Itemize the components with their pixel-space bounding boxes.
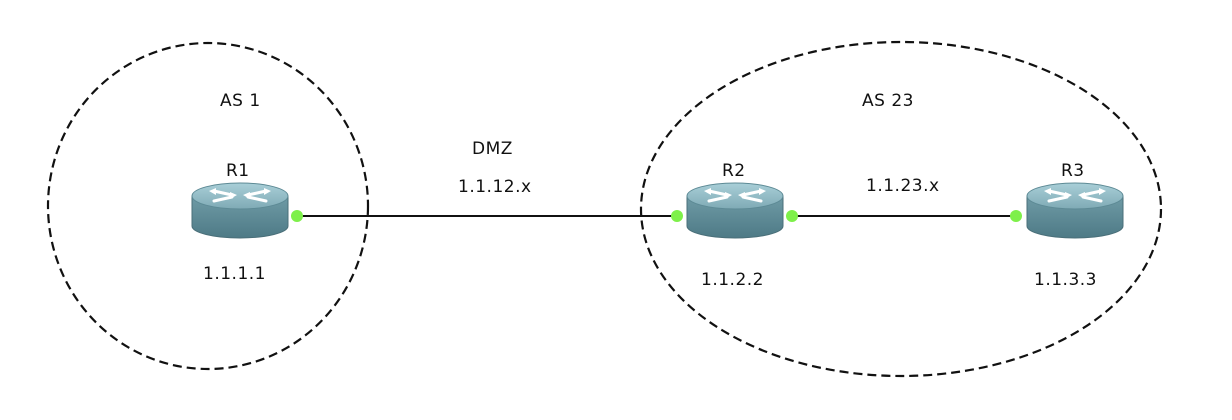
router-r2-address: 1.1.2.2 xyxy=(701,270,764,290)
router-r1[interactable] xyxy=(190,181,290,240)
router-r3-address: 1.1.3.3 xyxy=(1034,270,1097,290)
router-icon xyxy=(1025,181,1125,240)
port-r1-dmz[interactable] xyxy=(291,210,303,222)
as1-area-boundary xyxy=(46,41,370,371)
router-r1-name: R1 xyxy=(226,161,250,181)
as23-label: AS 23 xyxy=(862,91,914,111)
port-r2-r3[interactable] xyxy=(786,210,798,222)
router-r2[interactable] xyxy=(685,181,785,240)
router-icon xyxy=(685,181,785,240)
port-r3-r2[interactable] xyxy=(1010,210,1022,222)
port-r2-dmz[interactable] xyxy=(671,210,683,222)
as1-label: AS 1 xyxy=(220,91,261,111)
router-r3-name: R3 xyxy=(1061,161,1085,181)
router-icon xyxy=(190,181,290,240)
link-r2-r3-subnet: 1.1.23.x xyxy=(866,176,940,196)
link-r1-r2-subnet: 1.1.12.x xyxy=(458,177,532,197)
router-r3[interactable] xyxy=(1025,181,1125,240)
as23-area-boundary xyxy=(639,40,1163,378)
link-r1-r2-network-name: DMZ xyxy=(472,139,513,159)
router-r2-name: R2 xyxy=(722,161,746,181)
router-r1-address: 1.1.1.1 xyxy=(203,264,266,284)
